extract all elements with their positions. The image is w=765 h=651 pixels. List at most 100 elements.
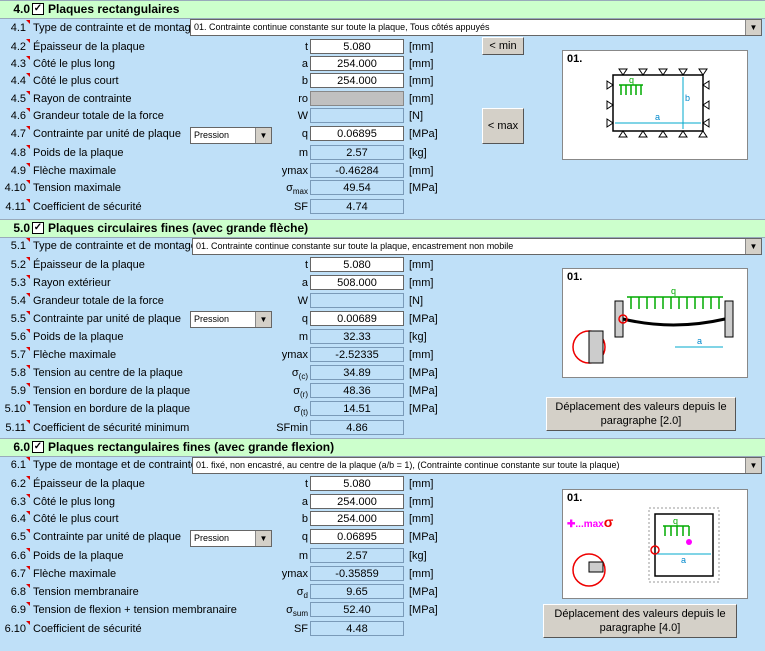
svg-text:q: q <box>673 516 678 526</box>
row-label: Flèche maximale <box>33 349 117 361</box>
row-symbol: t <box>304 41 308 53</box>
row-symbol: σd <box>296 586 308 601</box>
row-label: Côté le plus long <box>33 496 115 508</box>
s4-pression-select[interactable]: Pression▼ <box>190 127 272 144</box>
chevron-down-icon: ▼ <box>745 458 761 473</box>
row-symbol: ymax <box>281 568 308 580</box>
row-label: Grandeur totale de la force <box>33 110 164 122</box>
value-input[interactable]: 0.06895 <box>310 529 404 544</box>
row-symbol: σ(t) <box>293 403 308 418</box>
value-output: 9.65 <box>310 584 404 599</box>
row-label: Épaisseur de la plaque <box>33 41 145 53</box>
value-input[interactable]: 5.080 <box>310 257 404 272</box>
value-input[interactable]: 254.000 <box>310 511 404 526</box>
s5-diagram: 01. q a <box>562 268 748 378</box>
row-symbol: b <box>301 513 308 525</box>
move-values-2-button[interactable]: Déplacement des valeurs depuis le paragr… <box>546 397 736 431</box>
comment-marker-icon <box>26 584 30 588</box>
comment-marker-icon <box>26 511 30 515</box>
row-symbol: m <box>298 550 308 562</box>
row-label: Contrainte par unité de plaque <box>33 313 181 325</box>
value-output: 48.36 <box>310 383 404 398</box>
comment-marker-icon <box>26 347 30 351</box>
move-values-4-button[interactable]: Déplacement des valeurs depuis le paragr… <box>543 604 737 638</box>
section-header-6: 6.0 ✓ Plaques rectangulaires fines (avec… <box>0 438 765 457</box>
row-symbol: σsum <box>286 604 308 619</box>
svg-text:a: a <box>681 555 686 565</box>
value-input[interactable]: 0.00689 <box>310 311 404 326</box>
row-symbol: σmax <box>286 182 308 197</box>
row-label: Épaisseur de la plaque <box>33 259 145 271</box>
row-label: Épaisseur de la plaque <box>33 478 145 490</box>
row-number: 6.6 <box>10 550 26 562</box>
row-unit: [MPa] <box>409 313 438 325</box>
row-number: 4.5 <box>10 93 26 105</box>
row-label: Flèche maximale <box>33 165 117 177</box>
value-output: 52.40 <box>310 602 404 617</box>
section-6-checkbox[interactable]: ✓ <box>32 441 44 453</box>
value-input[interactable]: 508.000 <box>310 275 404 290</box>
comment-marker-icon <box>26 329 30 333</box>
comment-marker-icon <box>26 275 30 279</box>
value-input[interactable]: 5.080 <box>310 39 404 54</box>
circular-plate-clamped-diagram: q a <box>572 286 734 364</box>
row-label: Tension de flexion + tension membranaire <box>33 604 237 616</box>
comment-marker-icon <box>26 20 30 24</box>
max-button[interactable]: < max <box>482 108 524 144</box>
section-5-checkbox[interactable]: ✓ <box>32 222 44 234</box>
row-unit: [MPa] <box>409 586 438 598</box>
row-number: 6.8 <box>10 586 26 598</box>
row-number: 5.10 <box>4 403 26 415</box>
row-unit: [N] <box>409 110 424 122</box>
s5-type-select[interactable]: 01. Contrainte continue constante sur to… <box>192 238 762 255</box>
svg-text:a: a <box>697 336 702 346</box>
value-input[interactable]: 254.000 <box>310 56 404 71</box>
s5-pression-select[interactable]: Pression▼ <box>190 311 272 328</box>
row-number: 6.2 <box>10 478 26 490</box>
row-number: 5.1 <box>10 240 26 252</box>
row-unit: [kg] <box>409 550 427 562</box>
value-input[interactable]: 254.000 <box>310 73 404 88</box>
value-input[interactable]: 254.000 <box>310 494 404 509</box>
row-number: 4.11 <box>5 201 26 213</box>
min-button[interactable]: < min <box>482 37 524 55</box>
row-label: Poids de la plaque <box>33 147 124 159</box>
comment-marker-icon <box>26 548 30 552</box>
s4-type-select[interactable]: 01. Contrainte continue constante sur to… <box>190 19 762 36</box>
chevron-down-icon: ▼ <box>255 531 271 546</box>
s6-pression-select[interactable]: Pression▼ <box>190 530 272 547</box>
row-number: 4.10 <box>4 182 26 194</box>
row-label: Type de contrainte et de montage <box>33 22 197 34</box>
row-number: 6.5 <box>10 531 26 543</box>
s6-type-select[interactable]: 01. fixé, non encastré, au centre de la … <box>192 457 762 474</box>
row-unit: [mm] <box>409 349 434 361</box>
s6-diagram: 01. ✚...maxσ q a <box>562 489 748 599</box>
row-number: 4.9 <box>10 165 26 177</box>
value-input[interactable]: 5.080 <box>310 476 404 491</box>
comment-marker-icon <box>26 91 30 95</box>
value-input[interactable]: 0.06895 <box>310 126 404 141</box>
row-number: 5.6 <box>10 331 26 343</box>
row-number: 4.3 <box>10 58 26 70</box>
comment-marker-icon <box>26 145 30 149</box>
row-symbol: ymax <box>281 349 308 361</box>
row-label: Poids de la plaque <box>33 550 124 562</box>
row-symbol: σ(c) <box>291 367 308 382</box>
row-unit: [MPa] <box>409 182 438 194</box>
row-symbol: SF <box>293 201 308 213</box>
row-label: Coefficient de sécurité <box>33 201 142 213</box>
section-4-checkbox[interactable]: ✓ <box>32 3 44 15</box>
rect-plate-center-diagram: q a <box>572 507 720 587</box>
section-5-title: Plaques circulaires fines (avec grande f… <box>48 221 309 235</box>
